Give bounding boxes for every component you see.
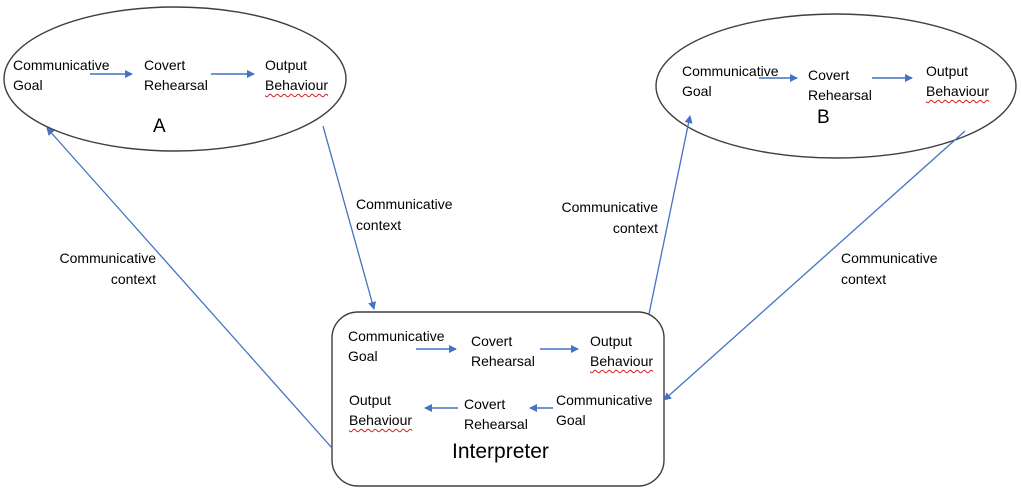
arrow-b-to-interpreter [663,130,966,401]
arrow-interpreter-to-a [46,127,333,449]
arrow-interpreter-to-b [648,115,693,315]
ellipse-b [655,13,1017,159]
node-a-label: A [153,116,166,137]
arrow-a-to-interpreter [322,125,376,310]
interpreter-label: Interpreter [452,440,549,463]
node-b-label: B [817,107,830,128]
ellipse-a [3,6,347,152]
